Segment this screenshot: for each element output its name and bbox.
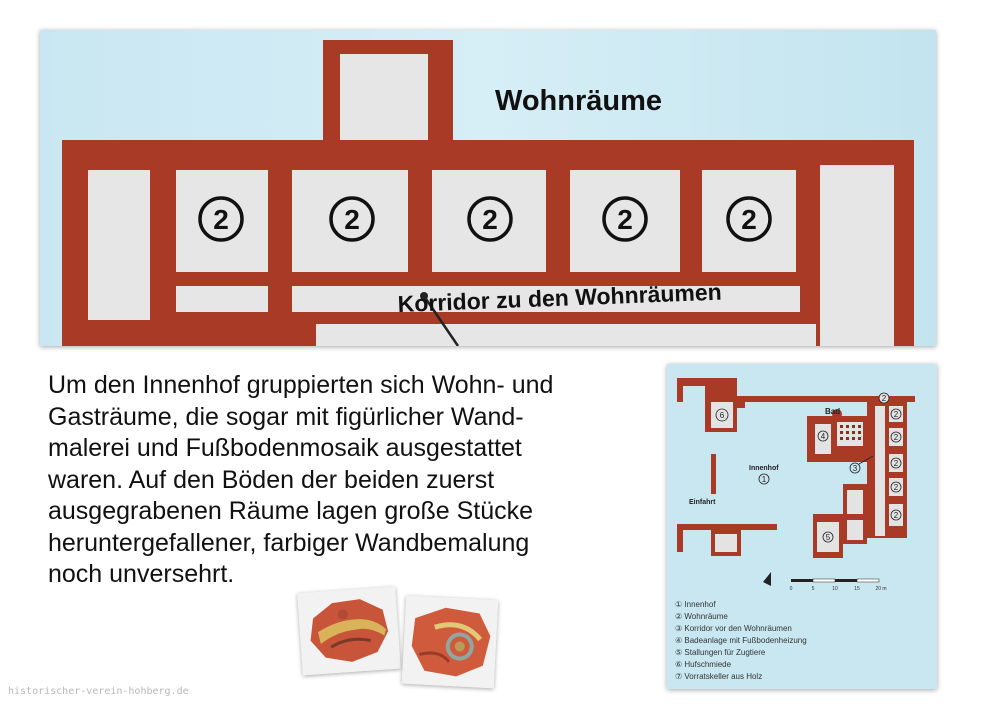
site-map: Bad Innenhof Einfahrt 1 6 4 3 5 (667, 364, 937, 689)
south-wall (677, 524, 747, 530)
wall-painting-fragment-1 (297, 586, 401, 676)
svg-text:2: 2 (741, 204, 757, 235)
svg-text:2: 2 (482, 204, 498, 235)
room-mark-5: 2 (726, 196, 772, 242)
svg-text:2: 2 (882, 394, 887, 403)
svg-text:0: 0 (790, 586, 793, 592)
floor-plan-photo: 2 2 2 2 2 Wohnräume Korridor zu den Wohn… (40, 30, 936, 346)
legend-item: ④ Badeanlage mit Fußbodenheizung (675, 636, 807, 645)
svg-text:2: 2 (894, 459, 899, 468)
description-text: Um den Innenhof gruppierten sich Wohn- u… (48, 370, 678, 591)
map-mark-two: 2 2 2 2 2 2 (878, 392, 902, 521)
legend-item: ② Wohnräume (675, 612, 728, 621)
room-2 (292, 170, 408, 272)
watermark: historischer-verein-hohberg.de (8, 686, 189, 697)
text-line: ausgegrabenen Räume lagen große Stücke (48, 497, 534, 525)
room-4 (570, 170, 680, 272)
west-wall (711, 454, 716, 494)
map-mark-courtyard: 1 (758, 473, 770, 485)
text-line: heruntergefallener, farbiger Wandbemalun… (48, 528, 530, 557)
room-5 (702, 170, 796, 272)
legend-item: ⑤ Stallungen für Zugtiere (675, 648, 766, 657)
label-innenhof: Innenhof (749, 465, 779, 472)
map-mark-four: 4 (817, 430, 829, 442)
label-bad: Bad (825, 407, 840, 416)
north-wall (705, 396, 915, 402)
room-mark-4: 2 (602, 196, 648, 242)
legend-item: ⑦ Vorratskeller aus Holz (675, 672, 762, 681)
svg-text:10: 10 (832, 586, 838, 592)
svg-text:5: 5 (812, 586, 815, 592)
text-line: waren. Auf den Böden der beiden zuerst (48, 465, 495, 494)
legend-item: ⑥ Hufschmiede (675, 660, 732, 669)
svg-text:2: 2 (894, 483, 899, 492)
corridor-pointer-dot (420, 292, 428, 300)
corridor-pointer-line (422, 295, 460, 346)
svg-text:2: 2 (617, 204, 633, 235)
floor-plan-drawing: 2 2 2 2 2 Wohnräume Korridor zu den Wohn… (40, 30, 936, 346)
site-map-panel: Bad Innenhof Einfahrt 1 6 4 3 5 (667, 364, 937, 689)
map-pointer-line (858, 455, 874, 465)
room-left-end (88, 170, 150, 320)
text-line: malerei und Fußbodenmosaik ausgestattet (48, 434, 522, 462)
room-mark-2: 2 (329, 196, 375, 242)
svg-text:4: 4 (821, 432, 826, 441)
corridor-map (875, 406, 885, 536)
map-mark-six: 6 (715, 408, 729, 422)
annex-room (340, 54, 428, 144)
legend-item: ① Innenhof (675, 600, 716, 609)
room-1 (176, 170, 268, 272)
text-line: Gasträume, die sogar mit figürlicher Wan… (48, 402, 524, 431)
legend-item: ③ Korridor vor den Wohnräumen (675, 624, 792, 633)
svg-text:1: 1 (762, 475, 767, 484)
svg-text:5: 5 (826, 533, 831, 542)
label-einfahrt: Einfahrt (689, 499, 716, 506)
map-mark-five: 5 (822, 531, 834, 543)
text-line: Um den Innenhof gruppierten sich Wohn- u… (48, 371, 554, 399)
room-mark-1: 2 (198, 196, 244, 242)
svg-text:3: 3 (853, 464, 858, 473)
svg-text:20 m: 20 m (875, 586, 886, 592)
room-mark-3: 2 (467, 196, 513, 242)
corridor-segment-left (176, 286, 268, 312)
svg-text:6: 6 (720, 411, 725, 420)
room-3 (432, 170, 546, 272)
wall-painting-fragment-2 (401, 595, 499, 689)
room-right-end (820, 165, 894, 346)
corridor-segment (292, 286, 800, 312)
svg-text:2: 2 (213, 204, 229, 235)
map-mark-three: 3 (849, 462, 861, 474)
svg-text:2: 2 (344, 204, 360, 235)
svg-text:15: 15 (854, 586, 860, 592)
wohnraeume-heading: Wohnräume (495, 85, 662, 117)
svg-text:2: 2 (894, 433, 899, 442)
lower-room-strip (316, 324, 816, 346)
svg-text:2: 2 (894, 511, 899, 520)
text-line: noch unversehrt. (48, 560, 235, 588)
scale-bar: 0 5 10 15 20 m (790, 578, 887, 592)
north-arrow-icon (763, 572, 771, 586)
svg-text:2: 2 (894, 410, 899, 419)
map-legend: ① Innenhof ② Wohnräume ③ Korridor vor de… (675, 600, 807, 681)
